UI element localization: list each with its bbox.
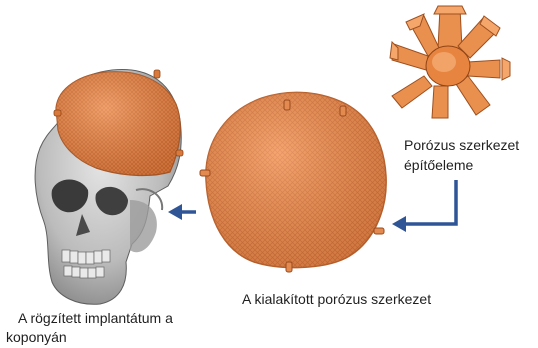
porous-unit-cell-icon [390, 6, 510, 118]
porous-cap-mesh [200, 92, 386, 272]
building-element-label-line1: Porózus szerkezet [404, 136, 519, 155]
arrow-structure-to-skull [168, 204, 196, 220]
arrow-element-to-structure [392, 180, 456, 232]
skull-render [35, 69, 183, 304]
implant-label-line1: A rögzített implantátum a [18, 309, 173, 328]
implant-label-line2: koponyán [6, 328, 67, 347]
building-element-label-line2: építőeleme [404, 156, 473, 175]
porous-structure-label: A kialakított porózus szerkezet [242, 290, 431, 309]
